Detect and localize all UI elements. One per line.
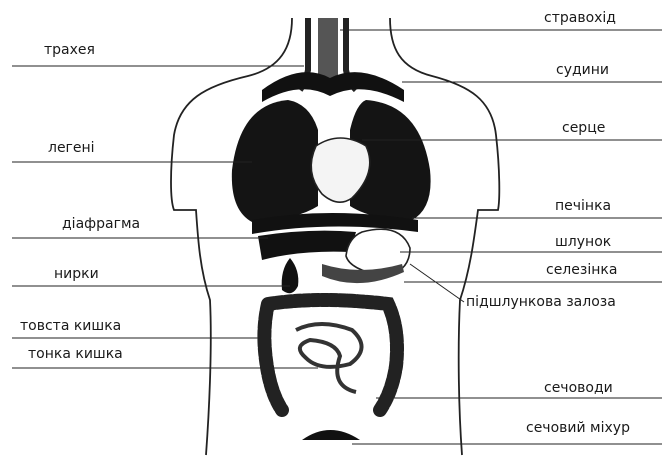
label-spleen: селезінка	[546, 262, 617, 278]
label-stomach: шлунок	[555, 234, 611, 250]
bladder-shape	[302, 430, 360, 440]
label-diaphragm: діафрагма	[62, 216, 140, 232]
vessels-shape	[262, 72, 404, 102]
label-vessels: судини	[556, 62, 609, 78]
label-liver: печінка	[555, 198, 611, 214]
label-bladder: сечовий міхур	[526, 420, 630, 436]
leader-line-pancreas	[410, 264, 464, 302]
kidney-shape	[282, 258, 299, 293]
label-pancreas: підшлункова залоза	[466, 294, 616, 310]
label-heart: серце	[562, 120, 605, 136]
left-lung-shape	[232, 100, 318, 222]
label-ureters: сечоводи	[544, 380, 613, 396]
diaphragm-shape	[258, 231, 356, 260]
label-small-intestine: тонка кишка	[28, 346, 123, 362]
label-lungs: легені	[48, 140, 95, 156]
label-esophagus: стравохід	[544, 10, 616, 26]
small-intestine-shape	[296, 324, 362, 392]
large-intestine-shape	[264, 300, 397, 410]
esophagus-shape	[318, 18, 338, 78]
label-trachea: трахея	[44, 42, 95, 58]
label-kidneys: нирки	[54, 266, 99, 282]
label-large-intestine: товста кишка	[20, 318, 121, 334]
